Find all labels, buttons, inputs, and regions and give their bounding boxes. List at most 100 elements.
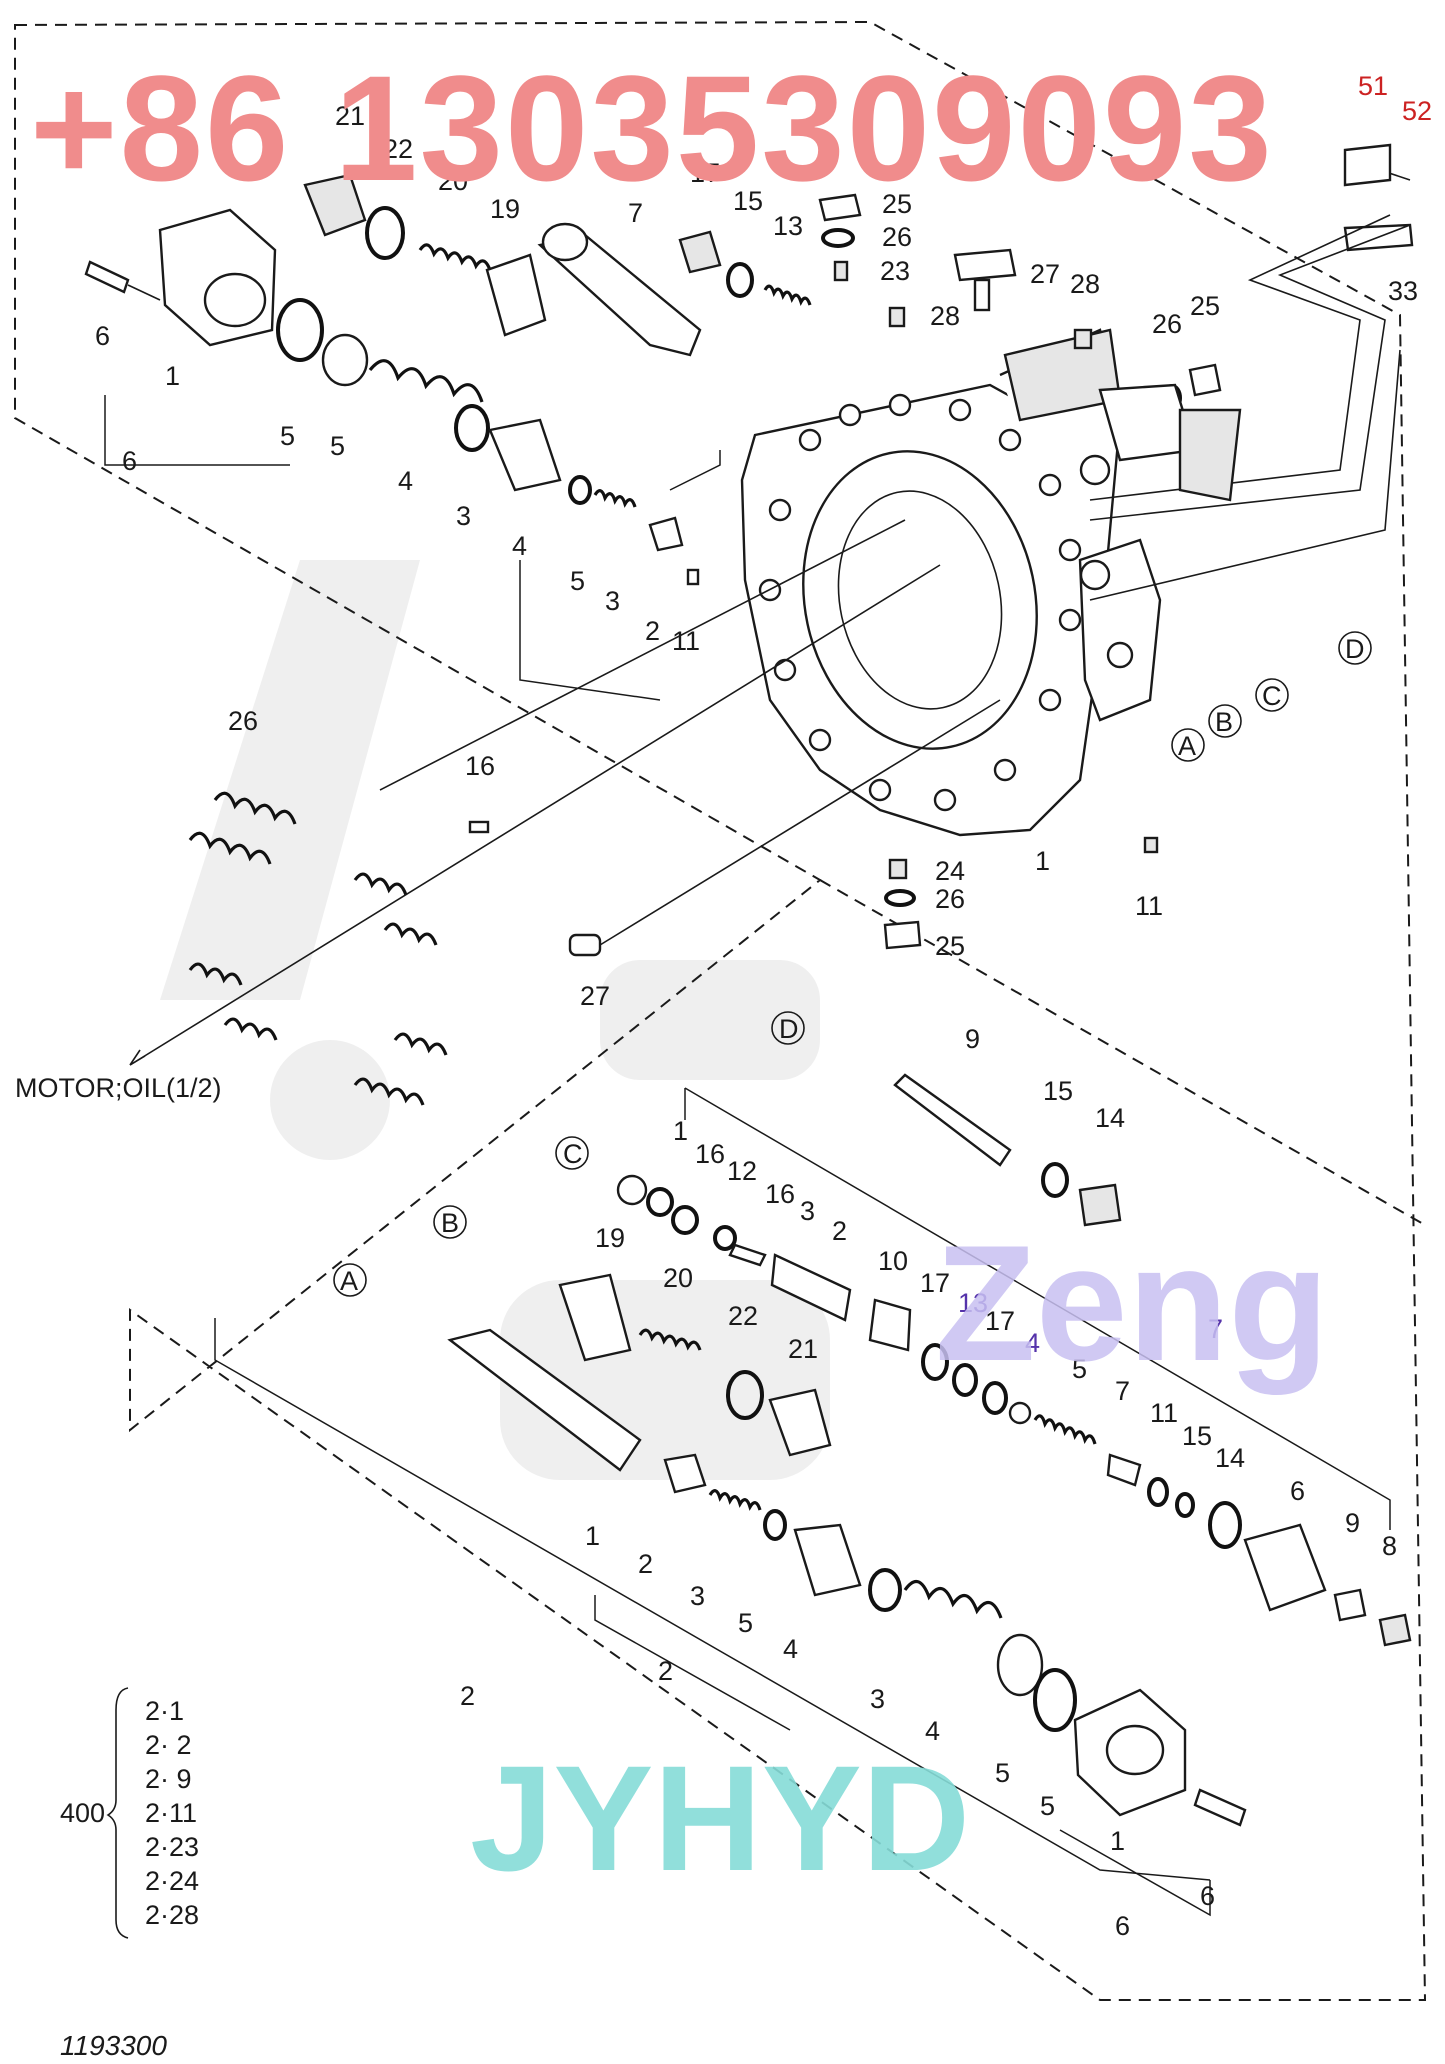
callout-5d: 5 — [1072, 1354, 1087, 1384]
kit-brace — [106, 1687, 129, 1939]
callout-14: 14 — [1095, 1103, 1125, 1133]
callout-19: 19 — [490, 194, 520, 224]
callout-28: 28 — [1070, 269, 1100, 299]
callout-22b: 22 — [728, 1301, 758, 1331]
callout-15: 15 — [733, 186, 763, 216]
callout-5b: 5 — [330, 431, 345, 461]
callout-1d: 1 — [585, 1521, 600, 1551]
callout-24: 24 — [935, 856, 965, 886]
callout-1b: 1 — [1035, 846, 1050, 876]
callout-6b: 6 — [122, 446, 137, 476]
kit-item: 2·11 — [145, 1798, 197, 1828]
port-a: A — [1178, 731, 1196, 761]
callout-26b: 26 — [1152, 309, 1182, 339]
callout-28b: 28 — [930, 301, 960, 331]
callout-3d: 3 — [690, 1581, 705, 1611]
callout-5f: 5 — [995, 1758, 1010, 1788]
callout-13b: 13 — [958, 1288, 988, 1318]
callout-16b: 16 — [695, 1139, 725, 1169]
callout-4b: 4 — [512, 531, 527, 561]
callout-4: 4 — [398, 466, 413, 496]
callout-52: 52 — [1402, 96, 1432, 126]
port-d-bottom: D — [779, 1014, 799, 1044]
callout-2e: 2 — [658, 1656, 673, 1686]
callout-11: 11 — [672, 626, 700, 656]
callout-5g: 5 — [1040, 1791, 1055, 1821]
callout-20: 20 — [438, 166, 468, 196]
callout-25c: 25 — [935, 931, 965, 961]
kit-item: 2·24 — [145, 1866, 199, 1896]
callout-4e: 4 — [925, 1716, 940, 1746]
callout-13: 13 — [773, 211, 803, 241]
callout-12: 12 — [727, 1156, 757, 1186]
callout-3e: 3 — [870, 1684, 885, 1714]
port-d: D — [1345, 634, 1365, 664]
section-outlines — [14, 20, 1427, 2001]
callout-11b: 11 — [1135, 891, 1163, 921]
callout-15d: 15 — [1182, 1421, 1212, 1451]
callout-25b: 25 — [1190, 291, 1220, 321]
callout-21: 21 — [335, 101, 365, 131]
kit-item: 2·23 — [145, 1832, 199, 1862]
zeng-watermark: Zeng — [935, 1211, 1329, 1395]
callout-9b: 9 — [1345, 1508, 1360, 1538]
port-b-bottom: B — [441, 1208, 459, 1238]
kit-item: 2· 9 — [145, 1764, 192, 1794]
kit-item: 2· 2 — [145, 1730, 192, 1760]
callout-25: 25 — [882, 189, 912, 219]
divider-line — [819, 879, 1426, 1226]
kit-list: 400 2·1 2· 2 2· 9 2·11 2·23 2·24 2·28 — [60, 1687, 199, 1939]
callout-3c: 3 — [800, 1196, 815, 1226]
callout-26d: 26 — [228, 706, 258, 736]
callout-4c: 4 — [1025, 1328, 1040, 1358]
callout-3: 3 — [456, 501, 471, 531]
motor-oil-label: MOTOR;OIL(1/2) — [15, 1073, 222, 1103]
callout-1e: 1 — [1110, 1826, 1125, 1856]
callout-16c: 16 — [765, 1179, 795, 1209]
callout-22: 22 — [383, 134, 413, 164]
callout-21b: 21 — [788, 1334, 818, 1364]
callout-labels-top: 21 22 20 19 7 17 15 13 25 26 23 27 28 28… — [95, 71, 1432, 1011]
port-c: C — [1262, 681, 1282, 711]
callout-6e: 6 — [1115, 1911, 1130, 1941]
callout-19b: 19 — [595, 1223, 625, 1253]
callout-2: 2 — [645, 616, 660, 646]
callout-5: 5 — [280, 421, 295, 451]
callout-2c: 2 — [638, 1549, 653, 1579]
upper-section-outline — [14, 20, 1427, 2001]
callout-5e: 5 — [738, 1608, 753, 1638]
callout-6c: 6 — [1290, 1476, 1305, 1506]
callout-10: 10 — [878, 1246, 908, 1276]
callout-6: 6 — [95, 321, 110, 351]
kit-number: 400 — [60, 1798, 105, 1828]
callout-2d: 2 — [460, 1681, 475, 1711]
jyhyd-watermark: JYHYD — [470, 1734, 970, 1902]
drawing-number: 1193300 — [60, 2030, 167, 2061]
bottom-parts — [447, 1073, 1412, 1827]
callout-labels-bottom: D 9 15 14 C 1 16 12 16 3 2 10 17 13 17 4… — [340, 1014, 1397, 1941]
callout-1c: 1 — [673, 1116, 688, 1146]
callout-27: 27 — [1030, 259, 1060, 289]
callout-7: 7 — [628, 198, 643, 228]
callout-17c: 17 — [985, 1306, 1015, 1336]
callout-17: 17 — [690, 158, 720, 188]
port-c-bottom: C — [563, 1139, 583, 1169]
callout-3b: 3 — [605, 586, 620, 616]
callout-26c: 26 — [935, 884, 965, 914]
callout-51: 51 — [1358, 71, 1388, 101]
callout-7b: 7 — [1115, 1376, 1130, 1406]
callout-2b: 2 — [832, 1216, 847, 1246]
o-ring-part — [276, 298, 324, 362]
phone-watermark: +86 13035309093 — [30, 44, 1274, 212]
callout-17b: 17 — [920, 1268, 950, 1298]
callout-8: 8 — [1382, 1531, 1397, 1561]
callout-23: 23 — [880, 256, 910, 286]
callout-27b: 27 — [580, 981, 610, 1011]
callout-14b: 14 — [1215, 1443, 1245, 1473]
kit-item: 2·28 — [145, 1900, 199, 1930]
motor-springs — [129, 519, 1001, 1106]
callout-16: 16 — [465, 751, 495, 781]
callout-1: 1 — [165, 361, 180, 391]
